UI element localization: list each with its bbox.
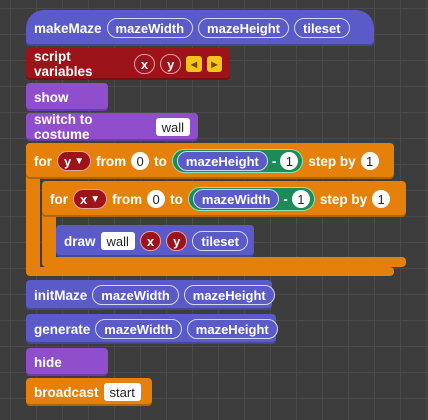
switch-costume-label: switch to costume [34,112,93,142]
for-x-loop-block[interactable]: for x from 0 to mazeWidth - 1 step by 1 [42,181,406,217]
generate-width-reporter[interactable]: mazeWidth [95,319,182,339]
draw-y-reporter[interactable]: y [166,231,188,251]
mazeHeight-reporter[interactable]: mazeHeight [176,151,268,171]
for-y-variable-dropdown[interactable]: y [57,151,92,171]
minus-sign: - [271,153,277,169]
param-mazeWidth[interactable]: mazeWidth [106,18,194,38]
initMaze-block[interactable]: initMaze mazeWidth mazeHeight [26,280,275,310]
generate-height-reporter[interactable]: mazeHeight [186,319,278,339]
switch-costume-block[interactable]: switch to costume wall [26,112,198,142]
script-variables-label: script variables [34,49,93,79]
broadcast-message-input[interactable]: start [103,383,141,401]
width-minus-input[interactable]: 1 [291,190,310,208]
var-y[interactable]: y [160,54,182,74]
minus-sign: - [283,191,288,207]
makeMaze-label: makeMaze [34,20,102,36]
initMaze-height-reporter[interactable]: mazeHeight [183,285,275,305]
script-variables-block[interactable]: script variables x y ◂ ▸ [26,48,230,80]
minus-operator-height[interactable]: mazeHeight - 1 [171,149,304,173]
for-y-label: for [34,153,52,169]
draw-x-reporter[interactable]: x [139,231,162,251]
minus-operator-width[interactable]: mazeWidth - 1 [187,187,315,211]
draw-label: draw [64,233,96,249]
for-y-from-input[interactable]: 0 [131,152,150,170]
draw-block[interactable]: draw wall x y tileset [56,225,254,257]
show-block[interactable]: show [26,83,108,111]
remove-variable-arrow-icon[interactable]: ◂ [186,56,202,72]
for-x-from-label: from [112,191,143,207]
for-x-step-label: step by [319,191,368,207]
mazeWidth-reporter[interactable]: mazeWidth [192,189,280,209]
initMaze-label: initMaze [34,287,88,303]
for-y-from-label: from [96,153,127,169]
generate-block[interactable]: generate mazeWidth mazeHeight [26,314,278,344]
hide-label: hide [34,354,62,370]
makeMaze-hat-block[interactable]: makeMaze mazeWidth mazeHeight tileset [26,10,374,46]
for-x-c-block-bottom [42,257,406,267]
initMaze-width-reporter[interactable]: mazeWidth [92,285,179,305]
for-y-loop-block[interactable]: for y from 0 to mazeHeight - 1 step by 1 [26,143,394,179]
for-y-step-label: step by [308,153,356,169]
for-x-from-input[interactable]: 0 [147,190,166,208]
var-x[interactable]: x [133,54,156,74]
param-tileset[interactable]: tileset [294,18,350,38]
for-x-step-input[interactable]: 1 [372,190,391,208]
show-label: show [34,89,69,105]
hide-block[interactable]: hide [26,348,108,376]
for-x-to-label: to [170,191,183,207]
draw-tileset-reporter[interactable]: tileset [192,231,248,251]
costume-input[interactable]: wall [155,118,190,136]
param-mazeHeight[interactable]: mazeHeight [198,18,290,38]
for-x-label: for [50,191,68,207]
broadcast-label: broadcast [34,384,99,400]
add-variable-arrow-icon[interactable]: ▸ [206,56,222,72]
height-minus-input[interactable]: 1 [280,152,299,170]
for-x-variable-dropdown[interactable]: x [73,189,108,209]
draw-tile-input[interactable]: wall [100,232,135,250]
for-y-step-input[interactable]: 1 [360,152,379,170]
for-y-to-label: to [154,153,167,169]
broadcast-block[interactable]: broadcast start [26,378,152,406]
generate-label: generate [34,321,91,337]
for-y-c-block-bottom [26,267,394,276]
